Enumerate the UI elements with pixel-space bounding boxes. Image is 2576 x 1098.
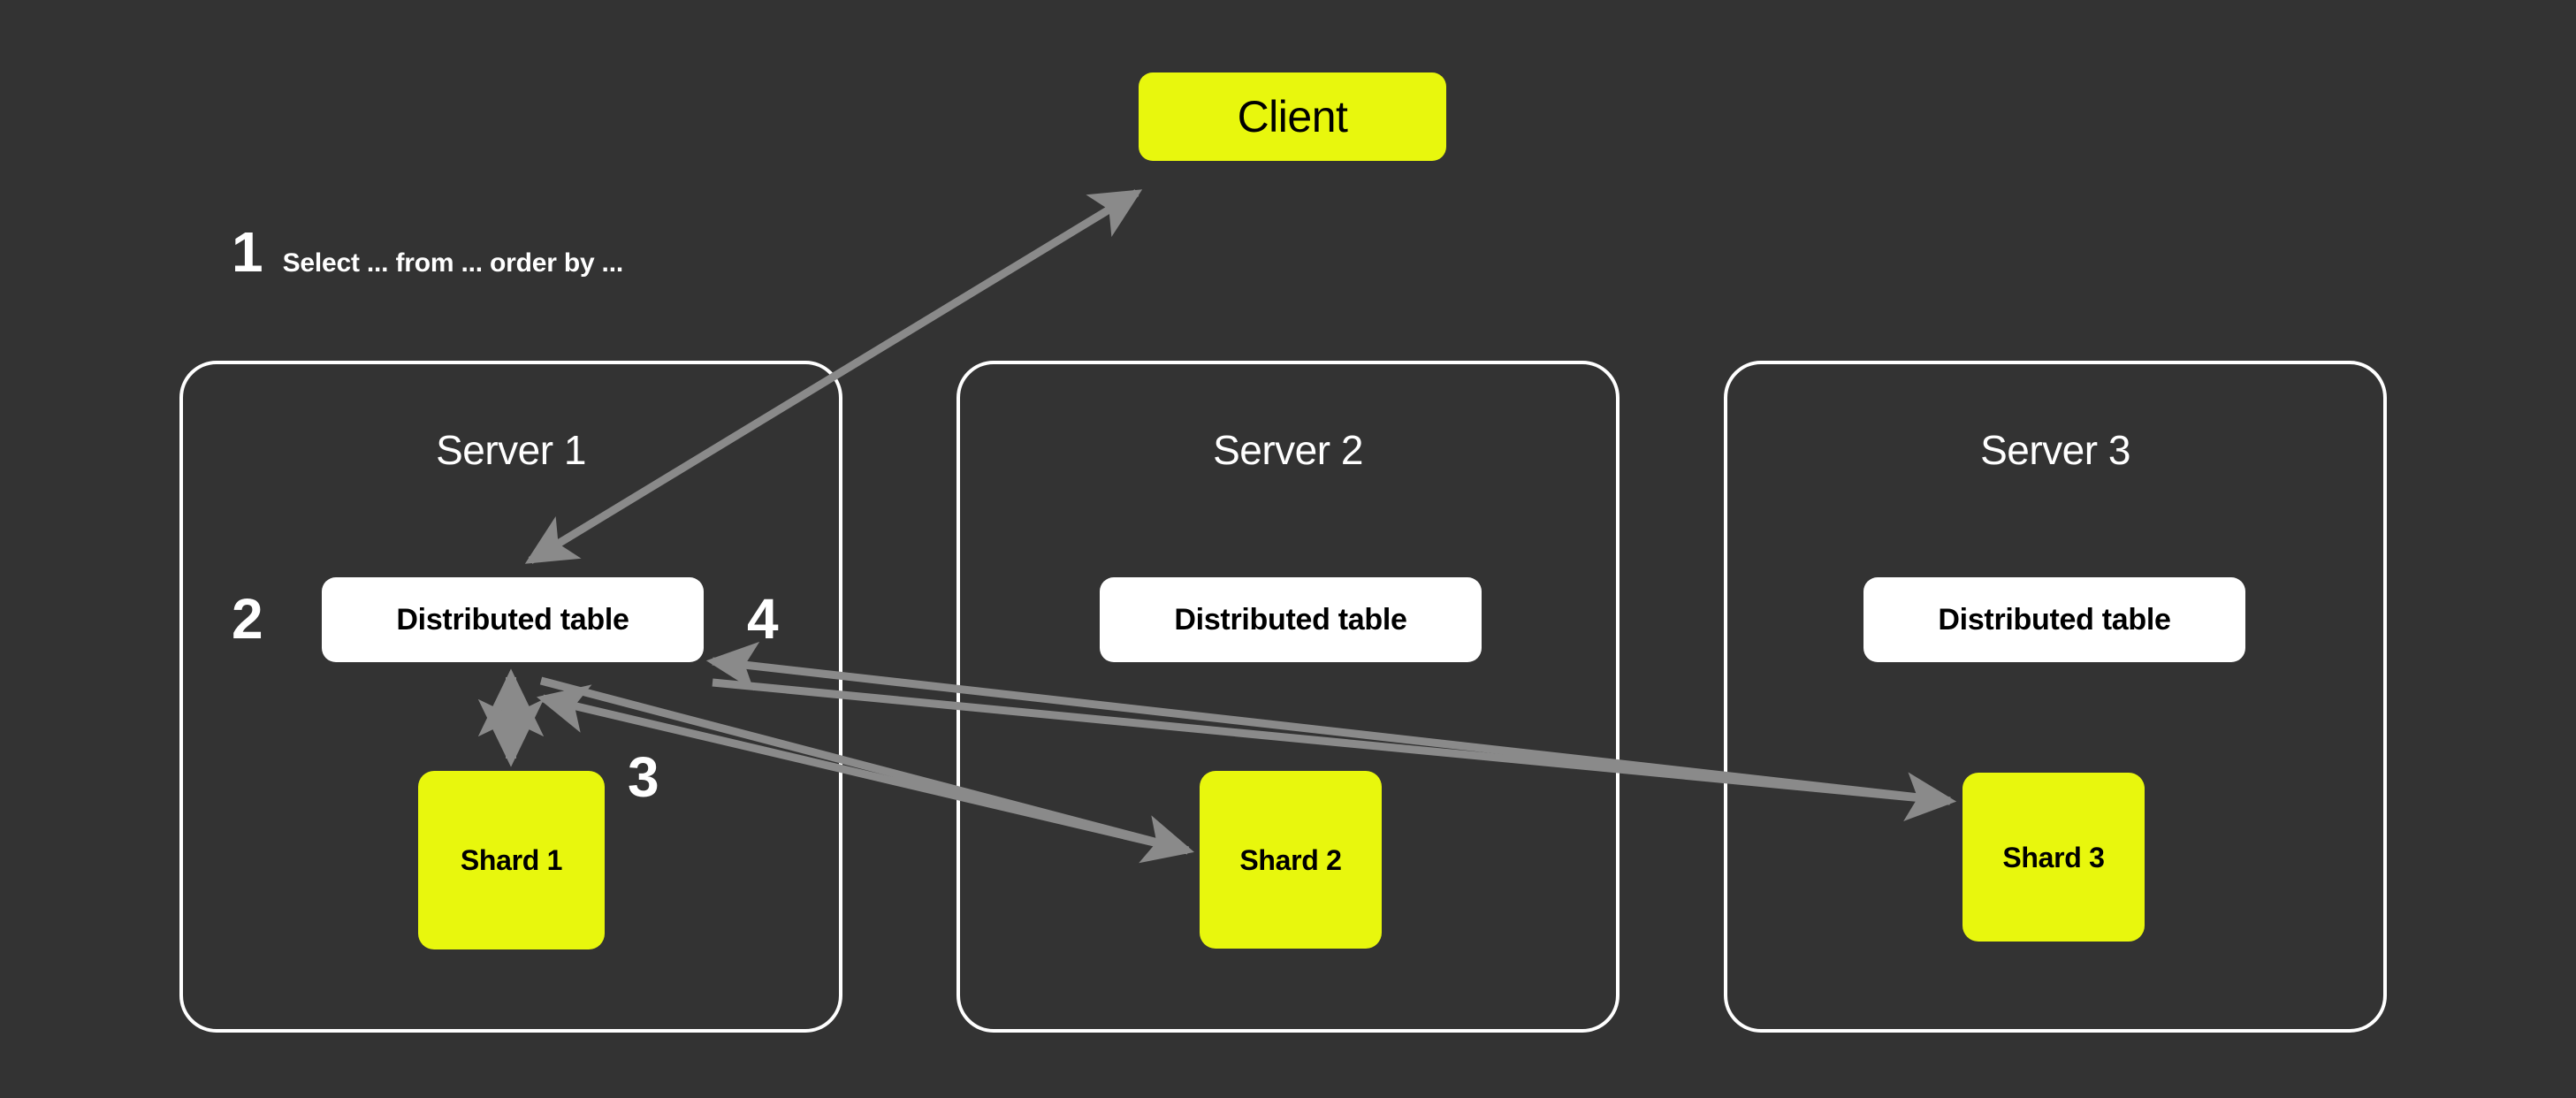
shard-1-node[interactable]: Shard 1 — [418, 771, 605, 949]
step-1-caption: 1 Select ... from ... order by ... — [232, 224, 623, 280]
step-2-number: 2 — [232, 587, 263, 651]
shard-2-node[interactable]: Shard 2 — [1200, 771, 1382, 949]
distributed-table-label-3: Distributed table — [1938, 603, 2171, 637]
distributed-table-label-1: Distributed table — [396, 603, 629, 637]
server-2-title: Server 2 — [1213, 427, 1363, 473]
shard-3-label: Shard 3 — [2002, 841, 2105, 873]
shard-1-label: Shard 1 — [460, 844, 563, 876]
step-3-number: 3 — [628, 745, 659, 809]
step-1-query-text: Select ... from ... order by ... — [282, 248, 624, 278]
shard-3-node[interactable]: Shard 3 — [1962, 773, 2145, 942]
distributed-table-server-3[interactable]: Distributed table — [1863, 577, 2245, 662]
shard-2-label: Shard 2 — [1239, 843, 1342, 876]
client-label: Client — [1237, 92, 1348, 141]
server-1-title: Server 1 — [436, 427, 586, 473]
distributed-table-label-2: Distributed table — [1174, 603, 1407, 637]
step-4-number: 4 — [747, 587, 779, 651]
step-1-number: 1 — [232, 220, 263, 284]
distributed-table-server-1[interactable]: Distributed table — [322, 577, 704, 662]
distributed-table-server-2[interactable]: Distributed table — [1100, 577, 1482, 662]
server-3-title: Server 3 — [1980, 427, 2130, 473]
client-node[interactable]: Client — [1139, 72, 1446, 161]
